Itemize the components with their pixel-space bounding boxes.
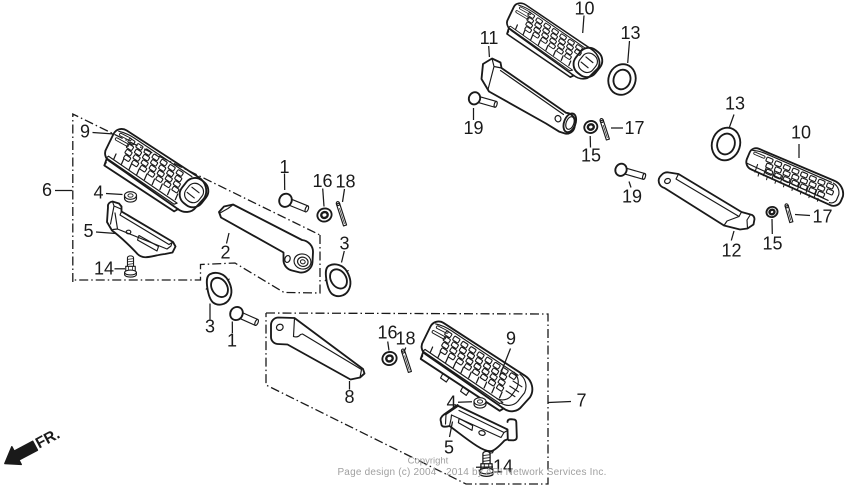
svg-text:4: 4 [446, 393, 456, 413]
svg-text:15: 15 [762, 234, 782, 254]
svg-text:Page design (c) 2004 - 2014 by: Page design (c) 2004 - 2014 by ARI Netwo… [337, 467, 606, 478]
svg-text:17: 17 [624, 118, 644, 138]
svg-text:10: 10 [791, 123, 811, 143]
svg-text:18: 18 [335, 172, 355, 192]
svg-text:19: 19 [463, 118, 483, 138]
svg-text:16: 16 [377, 323, 397, 343]
svg-text:6: 6 [42, 180, 52, 200]
svg-text:Copyright: Copyright [408, 456, 449, 467]
svg-text:9: 9 [80, 122, 90, 142]
svg-text:13: 13 [725, 94, 745, 114]
svg-text:15: 15 [581, 146, 601, 166]
svg-text:4: 4 [93, 183, 103, 203]
svg-text:14: 14 [493, 457, 513, 477]
svg-text:1: 1 [227, 331, 237, 351]
svg-text:2: 2 [220, 243, 230, 263]
svg-text:1: 1 [279, 157, 289, 177]
svg-text:3: 3 [339, 234, 349, 254]
svg-text:14: 14 [94, 259, 114, 279]
svg-text:19: 19 [622, 187, 642, 207]
svg-text:8: 8 [344, 387, 354, 407]
svg-text:5: 5 [444, 438, 454, 458]
svg-text:12: 12 [721, 241, 741, 261]
svg-text:5: 5 [83, 221, 93, 241]
svg-text:11: 11 [480, 28, 499, 48]
svg-text:18: 18 [395, 329, 415, 349]
svg-text:10: 10 [574, 0, 594, 19]
svg-text:3: 3 [205, 317, 215, 337]
svg-text:9: 9 [506, 329, 516, 349]
svg-text:16: 16 [312, 171, 332, 191]
svg-text:7: 7 [576, 391, 586, 411]
svg-text:17: 17 [812, 207, 832, 227]
svg-text:13: 13 [620, 23, 640, 43]
